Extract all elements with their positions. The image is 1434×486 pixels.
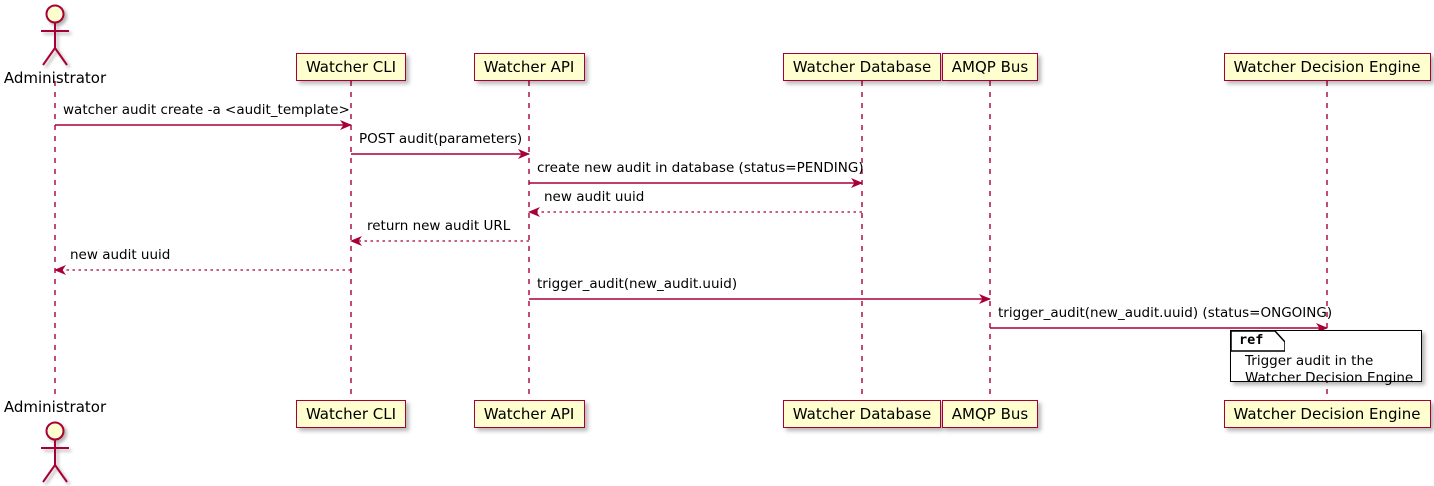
message-arrows-group — [54, 120, 1328, 333]
fragment-body-line: Trigger audit in the — [1245, 353, 1374, 369]
participant-box-watcher-decision-engine-bottom[interactable]: Watcher Decision Engine — [1223, 400, 1431, 428]
participant-box-watcher-database-top[interactable]: Watcher Database — [783, 53, 941, 81]
message-label-msg-1: watcher audit create -a <audit_template> — [63, 102, 350, 118]
fragment-tab-label-ref-trigger-audit: ref — [1239, 332, 1264, 348]
participant-box-watcher-decision-engine-top[interactable]: Watcher Decision Engine — [1223, 53, 1431, 81]
message-label-msg-2: POST audit(parameters) — [359, 131, 523, 147]
fragment-body-line: Watcher Decision Engine — [1245, 370, 1414, 386]
participant-box-amqp-bus-bottom[interactable]: AMQP Bus — [942, 400, 1038, 428]
participant-box-watcher-database-bottom[interactable]: Watcher Database — [783, 400, 941, 428]
participant-box-watcher-api-top[interactable]: Watcher API — [473, 53, 585, 81]
participant-box-watcher-cli-top[interactable]: Watcher CLI — [296, 53, 406, 81]
actor-stick-figure-bottom — [41, 421, 69, 483]
message-label-msg-4: new audit uuid — [544, 189, 645, 205]
message-label-msg-5: return new audit URL — [367, 218, 511, 234]
actor-label-administrator-top: Administrator — [3, 69, 107, 87]
message-label-msg-6: new audit uuid — [70, 247, 171, 263]
message-label-msg-8: trigger_audit(new_audit.uuid) (status=ON… — [998, 305, 1333, 321]
participant-box-watcher-api-bottom[interactable]: Watcher API — [473, 400, 585, 428]
actor-label-administrator-bottom: Administrator — [3, 398, 107, 416]
actor-stick-figure-top — [41, 4, 69, 66]
participant-box-amqp-bus-top[interactable]: AMQP Bus — [942, 53, 1038, 81]
lifelines-group — [54, 81, 1328, 400]
message-label-msg-7: trigger_audit(new_audit.uuid) — [537, 276, 738, 292]
participant-box-watcher-cli-bottom[interactable]: Watcher CLI — [296, 400, 406, 428]
message-label-msg-3: create new audit in database (status=PEN… — [537, 160, 864, 176]
actor-figures-group — [41, 4, 69, 483]
